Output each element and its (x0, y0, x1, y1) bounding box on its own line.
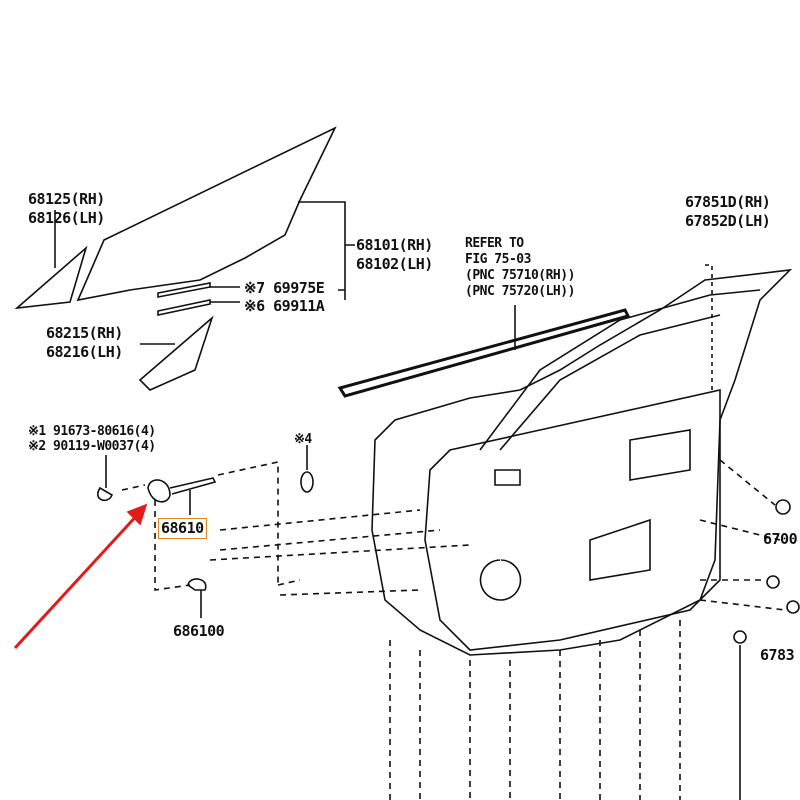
label-seal-2: ※6 69911A (244, 297, 325, 315)
label-seal-1: ※7 69975E (244, 279, 325, 297)
bolt-shape (97, 486, 113, 502)
label-right-1: 6700 (763, 530, 798, 548)
belt-weatherstrip (337, 308, 631, 398)
label-weatherstrip: 67851D(RH)67852D(LH) (685, 193, 771, 230)
glass-seals (157, 282, 211, 316)
check-pin-shape (187, 578, 207, 591)
label-door-check-highlighted[interactable]: 68610 (158, 518, 207, 539)
label-quarter-glass: 68125(RH)68126(LH) (28, 190, 105, 227)
window-frame-shape (138, 315, 214, 391)
label-note-4: ※4 (294, 432, 312, 447)
label-window-frame: 68215(RH)68216(LH) (46, 324, 123, 361)
door-glass-shape (76, 126, 337, 302)
door-panel (371, 268, 793, 656)
label-check-pin: 686100 (173, 622, 225, 640)
label-bolts: ※1 91673-80616(4)※2 90119-W0037(4) (28, 424, 156, 454)
quarter-glass-shape (14, 245, 88, 310)
label-door-glass: 68101(RH)68102(LH) (356, 236, 433, 273)
door-check-shape (147, 477, 217, 503)
label-right-2: 6783 (760, 646, 795, 664)
red-arrow (13, 510, 142, 650)
